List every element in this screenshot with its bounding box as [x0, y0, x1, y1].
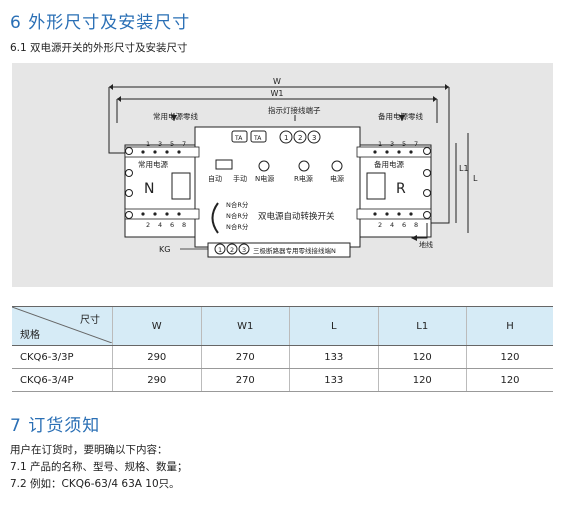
order-line-7-1: 7.1 产品的名称、型号、规格、数量；: [10, 461, 188, 473]
table-cell-spec: CKQ6-3/4P: [12, 368, 113, 392]
normal-neutral-label: 常用电源零线: [153, 111, 198, 121]
product-name-label: 双电源自动转换开关: [258, 211, 335, 222]
table-header-l: L: [289, 306, 378, 346]
terminal-top-1-right: 1: [378, 140, 382, 148]
bottom-terminal-2: 2: [230, 246, 234, 254]
table-cell: 120: [466, 368, 553, 392]
bottom-terminal-label: 三极断路器专用零线接线端N: [253, 246, 336, 255]
ta-label-2: TA: [253, 135, 262, 142]
table-cell: 290: [112, 345, 201, 369]
terminal-top-3: 3: [158, 140, 162, 148]
n-power-label: N电源: [255, 174, 274, 183]
table-header-l1: L1: [377, 306, 467, 346]
dim-w1-label: W1: [271, 89, 284, 98]
kg-label: KG: [159, 245, 170, 254]
table-header-w: W: [112, 306, 201, 346]
terminal-bottom-4: 4: [158, 221, 162, 229]
normal-source-label: 常用电源: [138, 159, 168, 169]
table-cell: 133: [289, 368, 378, 392]
indicator-terminal-3: 3: [312, 134, 316, 142]
table-row: CKQ6-3/3P 290 270 133 120 120: [12, 345, 553, 369]
section-6-title: 6 外形尺寸及安装尺寸: [10, 13, 191, 33]
terminal-bottom-6: 6: [170, 221, 174, 229]
table-cell: 270: [200, 368, 290, 392]
table-cell: 120: [377, 368, 467, 392]
ta-label-1: TA: [234, 135, 243, 142]
table-header-h: H: [466, 306, 553, 346]
indicator-terminal-label: 指示灯接线端子: [268, 105, 321, 115]
dimension-diagram: W W1 L L1 常用电源零线 指示灯接线端子 备用电源零线 常用电源 备用电…: [12, 63, 553, 287]
indicator-terminal-2: 2: [298, 134, 302, 142]
position-label-2: N合R分: [226, 211, 249, 220]
backup-source-label: 备用电源: [374, 159, 404, 169]
terminal-bottom-4-right: 4: [390, 221, 394, 229]
corner-bottom-label: 规格: [20, 330, 40, 341]
terminal-bottom-2: 2: [146, 221, 150, 229]
letter-r: R: [396, 181, 406, 197]
controller-body: [194, 126, 361, 248]
position-label-3: N合R分: [226, 222, 249, 231]
terminal-bottom-8-right: 8: [414, 221, 418, 229]
ground-label: 地线: [419, 240, 433, 249]
dim-l-label: L: [473, 174, 478, 183]
indicator-terminal-1: 1: [284, 134, 288, 142]
bottom-terminal-3: 3: [242, 246, 246, 254]
order-notes: 用户在订货时，要明确以下内容： 7.1 产品的名称、型号、规格、数量； 7.2 …: [10, 442, 188, 493]
table-cell: 120: [466, 345, 553, 369]
table-cell: 270: [200, 345, 290, 369]
terminal-bottom-6-right: 6: [402, 221, 406, 229]
table-header-w1: W1: [200, 306, 290, 346]
dimensions-table: 尺寸 规格 W W1 L L1 H CKQ6-3/3P 290 270 133 …: [12, 306, 553, 392]
r-power-label: R电源: [294, 174, 313, 183]
terminal-bottom-8: 8: [182, 221, 186, 229]
terminal-top-5: 5: [170, 140, 174, 148]
terminal-top-5-right: 5: [402, 140, 406, 148]
terminal-top-7: 7: [182, 140, 186, 148]
terminal-top-3-right: 3: [390, 140, 394, 148]
terminal-top-7-right: 7: [414, 140, 418, 148]
position-label-1: N合R分: [226, 200, 249, 209]
table-header-row: 尺寸 规格 W W1 L L1 H: [12, 306, 553, 346]
terminal-bottom-2-right: 2: [378, 221, 382, 229]
table-cell: 133: [289, 345, 378, 369]
order-line-7-2: 7.2 例如：CKQ6-63/4 63A 10只。: [10, 478, 180, 490]
table-cell-spec: CKQ6-3/3P: [12, 345, 113, 369]
table-row: CKQ6-3/4P 290 270 133 120 120: [12, 368, 553, 392]
handle-arc: [211, 202, 219, 234]
order-line-intro: 用户在订货时，要明确以下内容：: [10, 444, 168, 456]
auto-label: 自动: [208, 174, 222, 183]
letter-n: N: [144, 181, 154, 197]
corner-diagonal: [12, 307, 112, 343]
dim-l1-label: L1: [459, 164, 469, 173]
table-cell: 290: [112, 368, 201, 392]
backup-neutral-label: 备用电源零线: [378, 111, 423, 121]
table-cell: 120: [377, 345, 467, 369]
bottom-terminal-1: 1: [218, 246, 222, 254]
section-6-1-subtitle: 6.1 双电源开关的外形尺寸及安装尺寸: [10, 42, 188, 54]
dim-w-label: W: [273, 77, 281, 86]
section-7-title: 7 订货须知: [10, 416, 101, 436]
manual-label: 手动: [233, 174, 247, 183]
corner-top-label: 尺寸: [80, 315, 100, 326]
power-label: 电源: [330, 174, 344, 183]
table-corner-cell: 尺寸 规格: [12, 306, 113, 346]
terminal-top-1: 1: [146, 140, 150, 148]
wiring-diagram-svg: W W1 L L1 常用电源零线 指示灯接线端子 备用电源零线 常用电源 备用电…: [108, 77, 478, 258]
